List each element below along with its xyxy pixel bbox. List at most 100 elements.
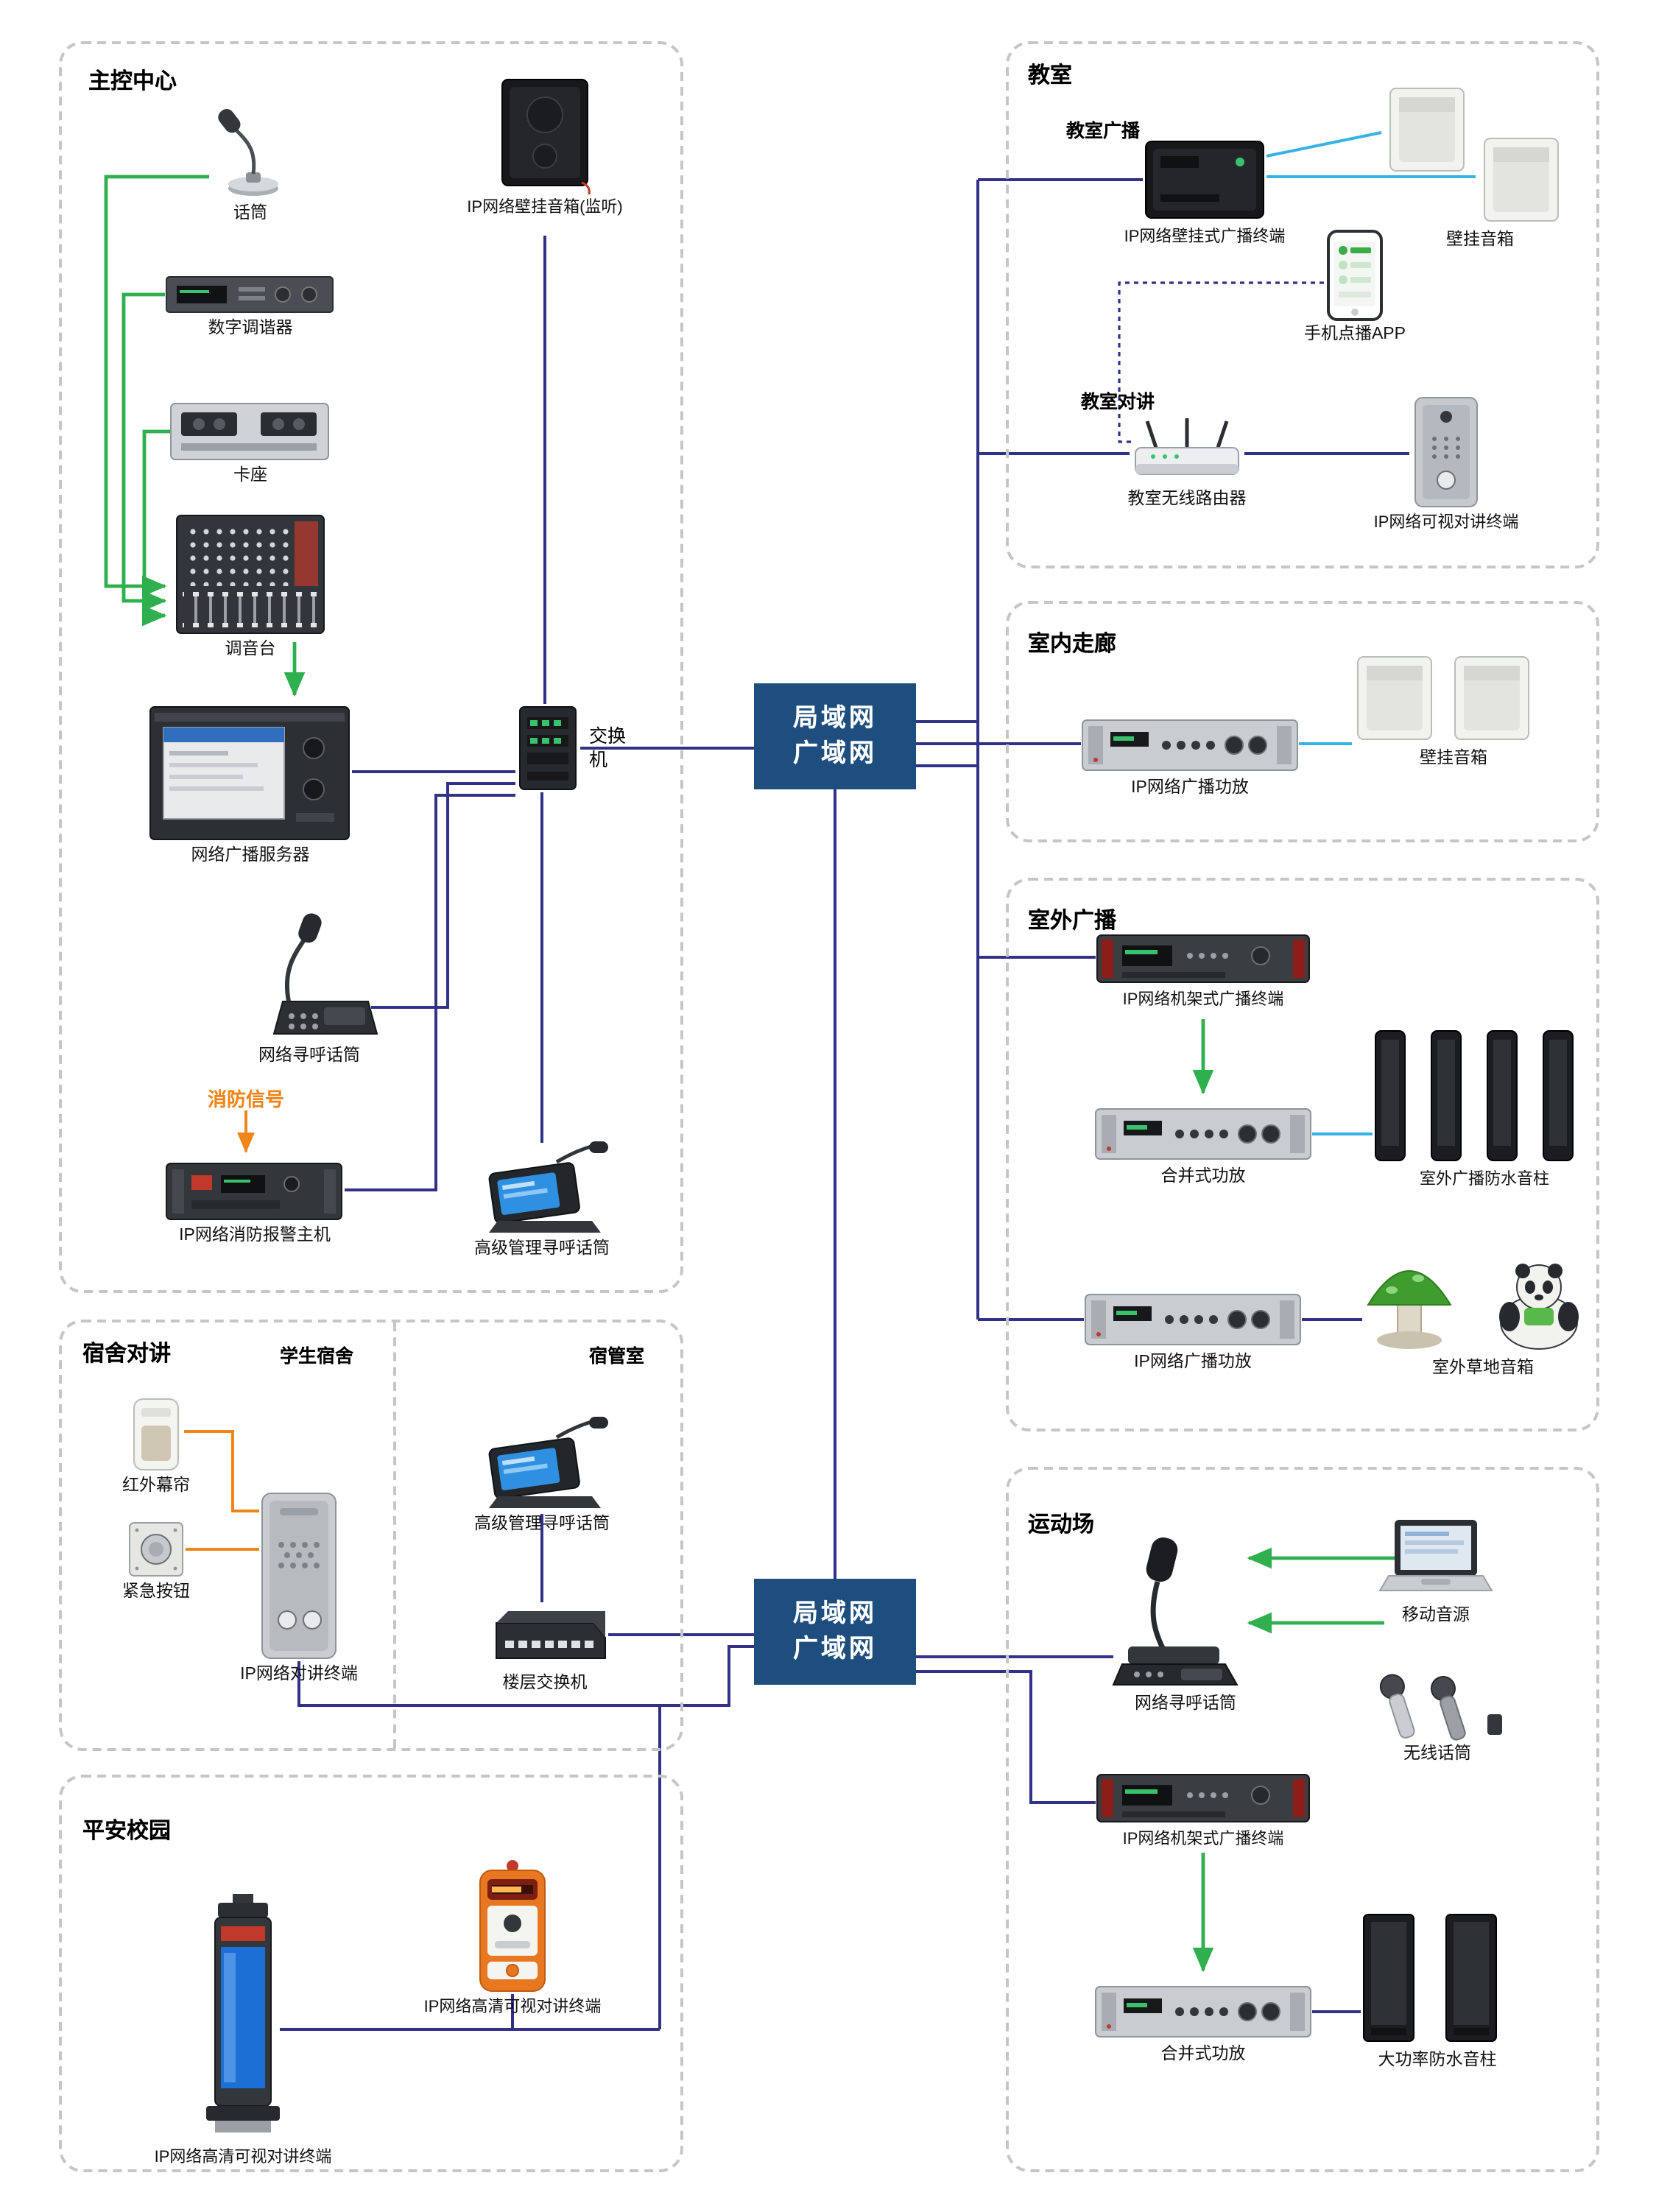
broadcast-server-icon — [149, 706, 350, 840]
safe-campus-title: 平安校园 — [82, 1819, 172, 1844]
dorm-title: 宿舍对讲 — [82, 1342, 172, 1367]
corridor-speakers-label: 壁挂音箱 — [1420, 750, 1487, 767]
section-dorm — [59, 1320, 683, 1751]
dorm-office-label: 宿管室 — [589, 1346, 645, 1367]
pir-sensor-icon — [133, 1398, 179, 1470]
hub2-lan-label: 局域网 — [793, 1599, 877, 1628]
wire-paging-mic-to-switch — [371, 782, 515, 1009]
smartphone-icon — [1327, 230, 1383, 321]
lawn-speakers-label: 室外草地音箱 — [1432, 1359, 1534, 1377]
main-control-title: 主控中心 — [88, 69, 177, 94]
switch-label: 交换 机 — [589, 725, 626, 772]
section-classroom — [1006, 41, 1599, 568]
classroom-speakers-node: 壁挂音箱 — [1370, 82, 1590, 252]
wall-broadcast-terminal-icon — [1145, 141, 1264, 219]
section-corridor — [1006, 601, 1599, 842]
outdoor-columns-label: 室外广播防水音柱 — [1420, 1171, 1549, 1188]
outdoor-title: 室外广播 — [1028, 909, 1117, 934]
power-column-icons — [1363, 1914, 1497, 2042]
broadcast-amplifier-icon — [1082, 719, 1298, 771]
fire-host-node: IP网络消防报警主机 — [165, 1160, 345, 1247]
door-intercom-icon — [1414, 397, 1478, 507]
mic-node: 话筒 — [162, 91, 339, 225]
wall-terminal-node: IP网络高清可视对讲终端 — [395, 1859, 630, 2018]
adv-paging-mic-label: 高级管理寻呼话筒 — [474, 1240, 610, 1258]
hub2-wan-label: 广域网 — [793, 1635, 877, 1663]
wall-terminal-label: IP网络高清可视对讲终端 — [423, 1998, 602, 2016]
video-intercom-node: IP网络可视对讲终端 — [1328, 395, 1564, 534]
adv-paging-mic-node: 高级管理寻呼话筒 — [461, 1141, 623, 1261]
fire-alarm-host-icon — [166, 1163, 342, 1220]
sports-terminal-node: IP网络机架式广播终端 — [1096, 1770, 1311, 1850]
sports-paging-mic-label: 网络寻呼话筒 — [1135, 1695, 1236, 1713]
hub1-lan-label: 局域网 — [793, 704, 877, 733]
intercom-panel-icon — [261, 1493, 337, 1659]
mic-label: 话筒 — [233, 205, 267, 222]
corridor-amp-label: IP网络广播功放 — [1131, 779, 1249, 797]
paging-mic-node: 网络寻呼话筒 — [227, 910, 392, 1068]
section-main-control — [59, 41, 683, 1293]
dorm-paging-mic-label: 高级管理寻呼话筒 — [474, 1515, 610, 1533]
sports-paging-mic-node: 网络寻呼话筒 — [1104, 1532, 1266, 1716]
server-label: 网络广播服务器 — [191, 847, 310, 864]
outdoor-amp1-node: 合并式功放 — [1094, 1105, 1312, 1188]
wifi-router-icon — [1135, 418, 1239, 475]
gooseneck-mic-icon — [218, 109, 278, 196]
managed-paging-mic-icon — [488, 1417, 608, 1508]
student-dorm-label: 学生宿舍 — [280, 1346, 354, 1367]
phone-app-label: 手机点播APP — [1303, 325, 1406, 343]
wall-speaker-icon — [1454, 656, 1529, 740]
rack-terminal-icon — [1096, 934, 1310, 983]
wall-speaker-icon — [1389, 88, 1465, 172]
classroom-router-label: 教室无线路由器 — [1127, 490, 1247, 508]
tower-terminal-node: IP网络高清可视对讲终端 — [140, 1894, 346, 2169]
classroom-broadcast-label: 教室广播 — [1066, 121, 1141, 141]
wireless-mic-icon — [1379, 1674, 1502, 1741]
outdoor-terminal-label: IP网络机架式广播终端 — [1122, 991, 1284, 1009]
video-intercom-label: IP网络可视对讲终端 — [1373, 514, 1519, 532]
corridor-speakers-node: 壁挂音箱 — [1343, 654, 1564, 770]
deck-label: 卡座 — [233, 467, 267, 485]
outdoor-columns-node: 室外广播防水音柱 — [1373, 1028, 1596, 1191]
classroom-terminal-label: IP网络壁挂式广播终端 — [1124, 228, 1286, 246]
intercom-tower-icon — [206, 1894, 280, 2132]
power-columns-node: 大功率防水音柱 — [1349, 1912, 1526, 2072]
switch-node — [515, 704, 580, 792]
combined-amplifier-icon — [1095, 1986, 1311, 2037]
server-node: 网络广播服务器 — [147, 704, 353, 867]
wall-speaker-icon — [1484, 138, 1559, 222]
fire-signal-label: 消防信号 — [207, 1088, 284, 1110]
wire-deck-to-mixer — [141, 429, 171, 627]
wall-speaker-icon — [1357, 656, 1432, 740]
outdoor-amp2-label: IP网络广播功放 — [1134, 1353, 1252, 1371]
classroom-intercom-label: 教室对讲 — [1081, 392, 1155, 412]
monitor-speaker-label: IP网络壁挂音箱(监听) — [467, 199, 623, 216]
hd-intercom-icon — [479, 1860, 546, 1992]
outdoor-amp2-node: IP网络广播功放 — [1078, 1290, 1308, 1374]
dorm-intercom-label: IP网络对讲终端 — [240, 1666, 358, 1683]
wireless-mic-label: 无线话筒 — [1403, 1745, 1471, 1763]
wire-phone-app-dotted — [1118, 281, 1324, 443]
deck-node: 卡座 — [169, 401, 331, 487]
switch-label-line2: 机 — [589, 750, 608, 771]
wire-mic-to-mixer — [104, 175, 209, 597]
classroom-terminal-node: IP网络壁挂式广播终端 — [1087, 135, 1322, 248]
mobile-source-node: 移动音源 — [1377, 1517, 1495, 1627]
lan-wan-hub-1: 局域网 广域网 — [754, 683, 916, 789]
managed-paging-mic-icon — [488, 1141, 608, 1233]
wall-speaker-pair-icon — [1381, 82, 1579, 227]
mixer-label: 调音台 — [225, 641, 276, 658]
floor-switch-node: 楼层交换机 — [442, 1602, 648, 1695]
dorm-intercom-node: IP网络对讲终端 — [218, 1490, 380, 1686]
fire-host-label: IP网络消防报警主机 — [179, 1227, 331, 1244]
emergency-button-node: 紧急按钮 — [103, 1520, 209, 1604]
emergency-button-label: 紧急按钮 — [122, 1583, 190, 1601]
dorm-paging-mic-node: 高级管理寻呼话筒 — [439, 1417, 645, 1536]
paging-mic-icon — [272, 913, 378, 1035]
wire-fire-host-to-switch — [345, 794, 515, 1191]
dorm-divider — [393, 1322, 396, 1748]
mobile-source-label: 移动音源 — [1402, 1607, 1470, 1624]
tower-terminal-label: IP网络高清可视对讲终端 — [154, 2149, 332, 2166]
